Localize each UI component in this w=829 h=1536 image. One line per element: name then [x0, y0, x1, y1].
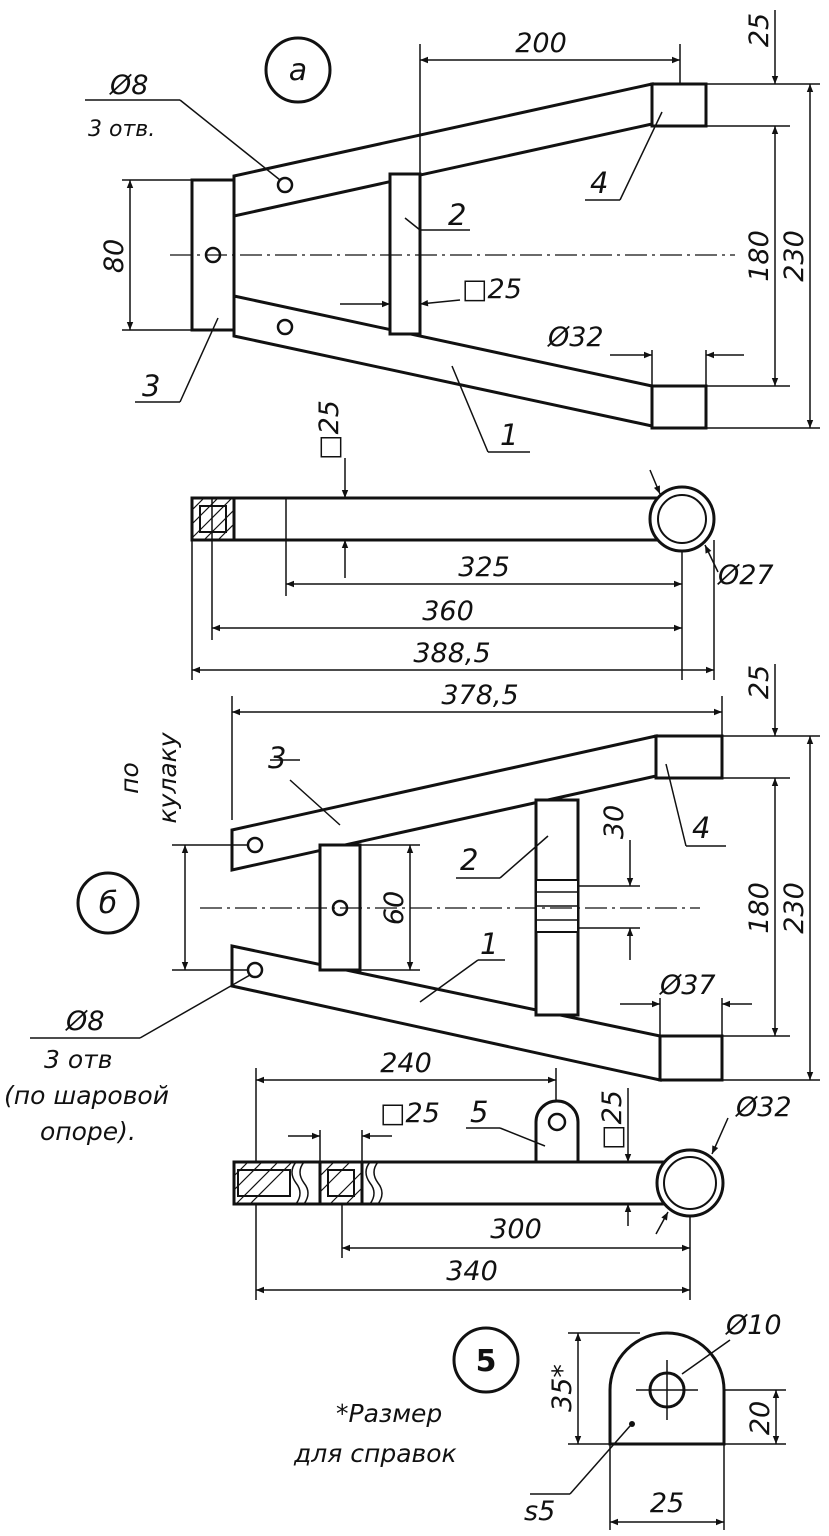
view-b-hole-line3: (по шаровой [4, 1081, 169, 1110]
view-a-marker: a [289, 53, 307, 88]
view-a-callout-1: 1 [500, 418, 518, 452]
view-a-callout-4: 4 [590, 166, 608, 200]
side-a-tube [190, 496, 684, 542]
view-b-knuckle-line1: по [115, 762, 144, 794]
view-b-hole-dia: Ø8 [65, 1006, 104, 1037]
view-b-part-3-arm [230, 734, 658, 872]
view-a-dim-bushing: Ø32 [547, 322, 604, 353]
side-b-bushing-inner [663, 1156, 717, 1210]
view-a-hole-top [276, 176, 294, 194]
detail-5-dim-hole: Ø10 [725, 1310, 782, 1341]
view-b-marker-circle [76, 871, 140, 935]
side-a-bushing-inner [657, 494, 707, 544]
view-b-hole-count: 3 отв [44, 1045, 112, 1074]
view-a-marker-circle [264, 36, 332, 104]
side-b-dim-340: 340 [446, 1256, 498, 1287]
side-b-dim-bushing: Ø32 [735, 1092, 792, 1123]
detail-5-marker-circle [452, 1326, 520, 1394]
side-a-dim-bushing: Ø27 [717, 560, 774, 591]
view-b-dim-230: 230 [779, 882, 810, 934]
view-a-part-1-arm [232, 294, 654, 428]
view-b-part-1-arm [230, 944, 662, 1082]
view-a-dim-80: 80 [99, 239, 130, 273]
side-a-dim-360: 360 [422, 596, 474, 627]
detail-5-marker: 5 [476, 1344, 497, 1379]
side-a-dim-tube: □25 [314, 400, 345, 460]
side-b-bushing-outer [655, 1148, 725, 1218]
side-b-dim-300: 300 [490, 1214, 542, 1245]
view-b-dim-25: 25 [744, 665, 775, 699]
view-a-part-4-bushing-top [650, 82, 708, 128]
view-b-dim-bushing: Ø37 [659, 970, 716, 1001]
view-b-hole-line4: опоре). [40, 1117, 136, 1146]
side-a-dim-388: 388,5 [413, 638, 490, 669]
view-b-bushing-bottom [658, 1034, 724, 1082]
view-b-marker: б [99, 886, 118, 921]
view-b-dim-180: 180 [744, 882, 775, 934]
detail-5-dim-width: 25 [650, 1488, 684, 1519]
view-a: a 200 25 180 230 80 [85, 10, 820, 453]
view-b-dim-30: 30 [599, 805, 630, 839]
view-b: б 378,5 по кулаку 60 [4, 664, 820, 1146]
side-view-a: □25 325 360 388,5 Ø27 [190, 400, 774, 680]
view-a-hole-dia: Ø8 [109, 70, 148, 101]
detail-5-dim-height: 35* [547, 1364, 578, 1412]
side-b-part-5-bracket [534, 1099, 580, 1164]
detail-5-ref-line1: *Размер [336, 1399, 442, 1428]
view-a-dim-180: 180 [744, 230, 775, 282]
side-b-bracket-hole [547, 1112, 567, 1132]
view-b-part-4-bushing-top [654, 734, 724, 780]
view-b-dim-60: 60 [379, 891, 410, 925]
side-b-dim-tube: □25 [380, 1098, 440, 1129]
side-a-bushing-outer [648, 485, 716, 553]
view-b-dim-overall: 378,5 [441, 680, 518, 711]
view-a-hole-bottom [276, 318, 294, 336]
view-a-callout-3: 3 [142, 369, 160, 403]
detail-5: 5 Ø10 35* 20 25 s5 *Размер для справок [293, 1310, 786, 1530]
view-a-bushing-bottom [650, 384, 708, 430]
view-b-callout-1: 1 [480, 927, 498, 961]
side-view-b: 240 □25 5 □25 [232, 1048, 792, 1300]
side-b-dim-240: 240 [380, 1048, 432, 1079]
view-a-dim-25: 25 [744, 13, 775, 47]
view-a-dim-200: 200 [515, 28, 567, 59]
view-b-callout-4: 4 [692, 811, 710, 845]
detail-5-dim-thickness: s5 [524, 1496, 555, 1527]
view-a-dim-230: 230 [779, 230, 810, 282]
view-a-callout-2: 2 [448, 198, 466, 232]
view-b-hole-bottom [246, 961, 264, 979]
side-b-callout-5: 5 [470, 1095, 488, 1129]
view-a-part-2-crossbar [388, 172, 422, 336]
view-b-hole-top [246, 836, 264, 854]
view-b-callout-3: 3 [268, 741, 286, 775]
view-b-knuckle-line2: кулаку [153, 731, 182, 823]
side-a-tube-section-inner [199, 505, 227, 533]
detail-5-ref-line2: для справок [293, 1439, 457, 1468]
side-b-tube-end [237, 1169, 291, 1197]
side-b-dim-tube-v: □25 [597, 1090, 628, 1150]
side-a-dim-325: 325 [458, 552, 510, 583]
view-a-dim-crossbar: □25 [462, 274, 522, 305]
detail-5-dim-20: 20 [745, 1401, 776, 1435]
view-b-callout-2: 2 [460, 843, 478, 877]
view-a-hole-count: 3 отв. [88, 117, 155, 142]
